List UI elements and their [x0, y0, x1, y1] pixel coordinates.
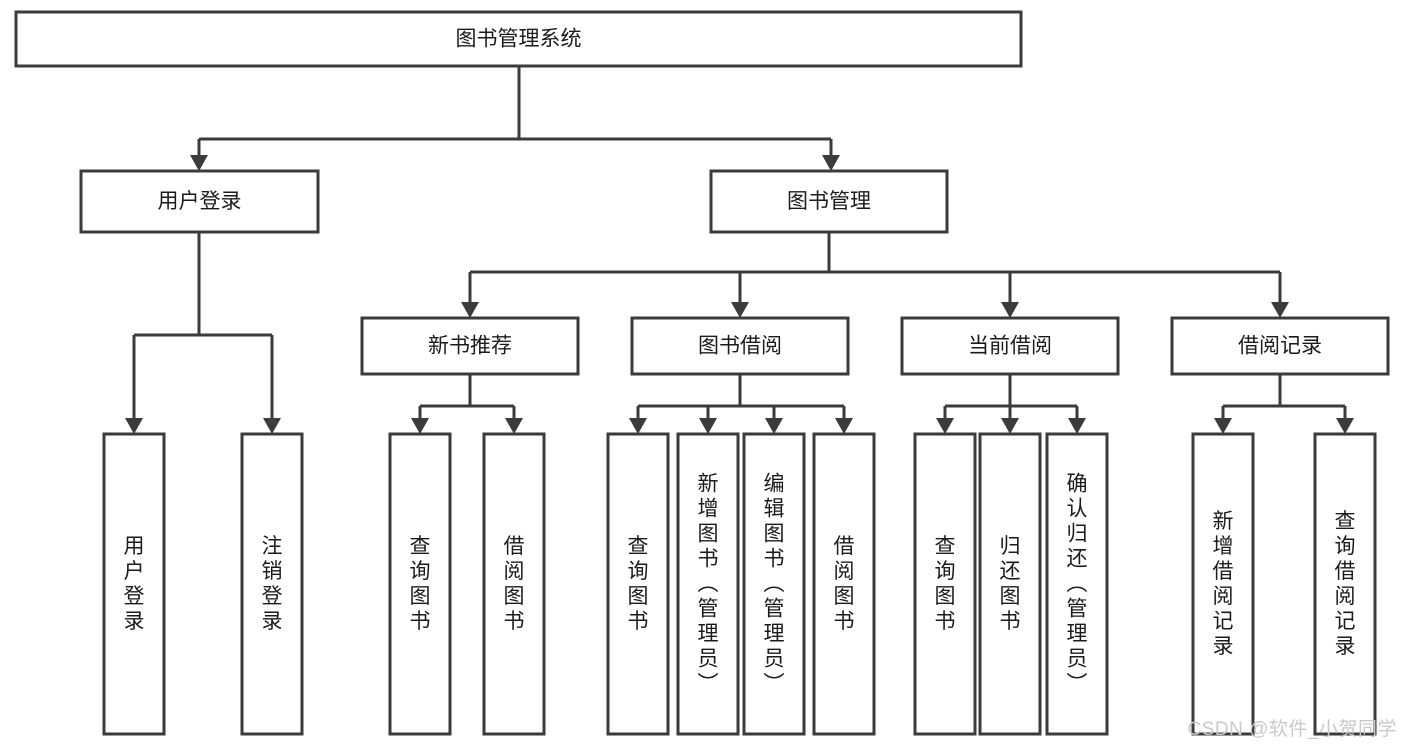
node-new-book-rec[interactable]: 新书推荐	[360, 316, 580, 376]
connector-line	[1221, 374, 1347, 426]
connector-line	[636, 374, 846, 426]
node-box-book-borrow[interactable]	[630, 316, 850, 376]
node-box-leaf-query-book-cur[interactable]	[913, 432, 977, 736]
node-label-leaf-return-book: 归还图书	[1000, 535, 1021, 633]
node-box-current-borrow[interactable]	[900, 316, 1120, 376]
node-label-leaf-query-book: 查询图书	[628, 535, 649, 633]
node-box-leaf-borrow-book-rec[interactable]	[482, 432, 546, 736]
arrow-head-icon	[125, 418, 143, 434]
node-leaf-edit-book[interactable]: 编辑图书︵管理员︶	[742, 432, 806, 736]
node-current-borrow[interactable]: 当前借阅	[900, 316, 1120, 376]
node-label-borrow-record: 借阅记录	[1238, 335, 1322, 358]
node-book-manage[interactable]: 图书管理	[709, 169, 949, 234]
arrow-head-icon	[822, 155, 840, 171]
arrow-head-icon	[505, 418, 523, 434]
node-label-root: 图书管理系统	[456, 28, 582, 51]
arrow-head-icon	[1068, 418, 1086, 434]
node-leaf-borrow-book[interactable]: 借阅图书	[812, 432, 876, 736]
node-leaf-query-book-rec[interactable]: 查询图书	[388, 432, 452, 736]
arrow-head-icon	[936, 418, 954, 434]
edge-bookmanage-bus	[461, 232, 1289, 318]
arrow-head-icon	[835, 418, 853, 434]
node-box-leaf-query-book-rec[interactable]	[388, 432, 452, 736]
connector-line	[418, 374, 516, 426]
connector-line	[468, 232, 1282, 310]
nodes-layer: 图书管理系统用户登录图书管理新书推荐图书借阅当前借阅借阅记录用户登录注销登录查询…	[14, 10, 1390, 736]
edge-currentborrow-bus	[936, 374, 1086, 434]
arrow-head-icon	[699, 418, 717, 434]
node-leaf-query-book[interactable]: 查询图书	[606, 432, 670, 736]
node-box-leaf-query-book[interactable]	[606, 432, 670, 736]
arrow-head-icon	[1001, 418, 1019, 434]
node-box-leaf-edit-book[interactable]	[742, 432, 806, 736]
node-label-leaf-user-login: 用户登录	[124, 535, 145, 633]
node-label-leaf-query-book-cur: 查询图书	[935, 535, 956, 633]
node-label-new-book-rec: 新书推荐	[428, 335, 512, 358]
node-leaf-query-record[interactable]: 查询借阅记录	[1313, 432, 1377, 736]
node-leaf-add-book[interactable]: 新增图书︵管理员︶	[676, 432, 740, 736]
arrow-head-icon	[1271, 302, 1289, 318]
node-box-leaf-query-record[interactable]	[1313, 432, 1377, 736]
node-box-new-book-rec[interactable]	[360, 316, 580, 376]
node-leaf-user-login[interactable]: 用户登录	[102, 432, 166, 736]
node-label-leaf-user-logout: 注销登录	[262, 535, 283, 633]
node-label-book-manage: 图书管理	[787, 190, 871, 213]
node-label-book-borrow: 图书借阅	[698, 335, 782, 358]
arrow-head-icon	[1336, 418, 1354, 434]
edge-borrowrecord-bus	[1214, 374, 1354, 434]
node-box-borrow-record[interactable]	[1170, 316, 1390, 376]
node-leaf-query-book-cur[interactable]: 查询图书	[913, 432, 977, 736]
connector-line	[197, 66, 833, 163]
arrow-head-icon	[765, 418, 783, 434]
node-root[interactable]: 图书管理系统	[14, 10, 1023, 68]
node-box-user-login[interactable]	[79, 169, 320, 234]
node-label-leaf-query-record: 查询借阅记录	[1335, 510, 1356, 658]
arrow-head-icon	[1001, 302, 1019, 318]
arrow-head-icon	[263, 418, 281, 434]
node-label-leaf-borrow-book: 借阅图书	[834, 535, 855, 633]
arrow-head-icon	[411, 418, 429, 434]
node-book-borrow[interactable]: 图书借阅	[630, 316, 850, 376]
connector-line	[943, 374, 1079, 426]
node-user-login[interactable]: 用户登录	[79, 169, 320, 234]
node-box-leaf-borrow-book[interactable]	[812, 432, 876, 736]
arrow-head-icon	[629, 418, 647, 434]
node-box-leaf-add-record[interactable]	[1191, 432, 1255, 736]
node-box-leaf-user-logout[interactable]	[240, 432, 304, 736]
node-box-root[interactable]	[14, 10, 1023, 68]
node-box-leaf-return-book[interactable]	[978, 432, 1042, 736]
edge-bookborrow-bus	[629, 374, 853, 434]
node-label-leaf-add-record: 新增借阅记录	[1213, 510, 1234, 658]
arrow-head-icon	[731, 302, 749, 318]
edges-layer	[125, 66, 1354, 434]
node-label-current-borrow: 当前借阅	[968, 335, 1052, 358]
arrow-head-icon	[461, 302, 479, 318]
arrow-head-icon	[1214, 418, 1232, 434]
node-label-leaf-query-book-rec: 查询图书	[410, 535, 431, 633]
node-label-user-login: 用户登录	[158, 190, 242, 213]
node-leaf-borrow-book-rec[interactable]: 借阅图书	[482, 432, 546, 736]
connector-line	[132, 232, 274, 426]
edge-userlogin-bus	[125, 232, 281, 434]
node-box-leaf-user-login[interactable]	[102, 432, 166, 736]
node-label-leaf-borrow-book-rec: 借阅图书	[504, 535, 525, 633]
node-label-leaf-confirm-return: 确认归还︵管理员︶	[1067, 473, 1088, 696]
watermark-label: CSDN @软件_小贺同学	[1187, 719, 1397, 740]
node-leaf-user-logout[interactable]: 注销登录	[240, 432, 304, 736]
node-label-leaf-add-book: 新增图书︵管理员︶	[698, 473, 719, 696]
node-box-leaf-add-book[interactable]	[676, 432, 740, 736]
node-box-book-manage[interactable]	[709, 169, 949, 234]
edge-newbookrec-bus	[411, 374, 523, 434]
arrow-head-icon	[190, 155, 208, 171]
edge-root-bus	[190, 66, 840, 171]
node-leaf-add-record[interactable]: 新增借阅记录	[1191, 432, 1255, 736]
node-borrow-record[interactable]: 借阅记录	[1170, 316, 1390, 376]
node-label-leaf-edit-book: 编辑图书︵管理员︶	[764, 473, 785, 696]
node-box-leaf-confirm-return[interactable]	[1045, 432, 1109, 736]
node-leaf-return-book[interactable]: 归还图书	[978, 432, 1042, 736]
node-leaf-confirm-return[interactable]: 确认归还︵管理员︶	[1045, 432, 1109, 736]
